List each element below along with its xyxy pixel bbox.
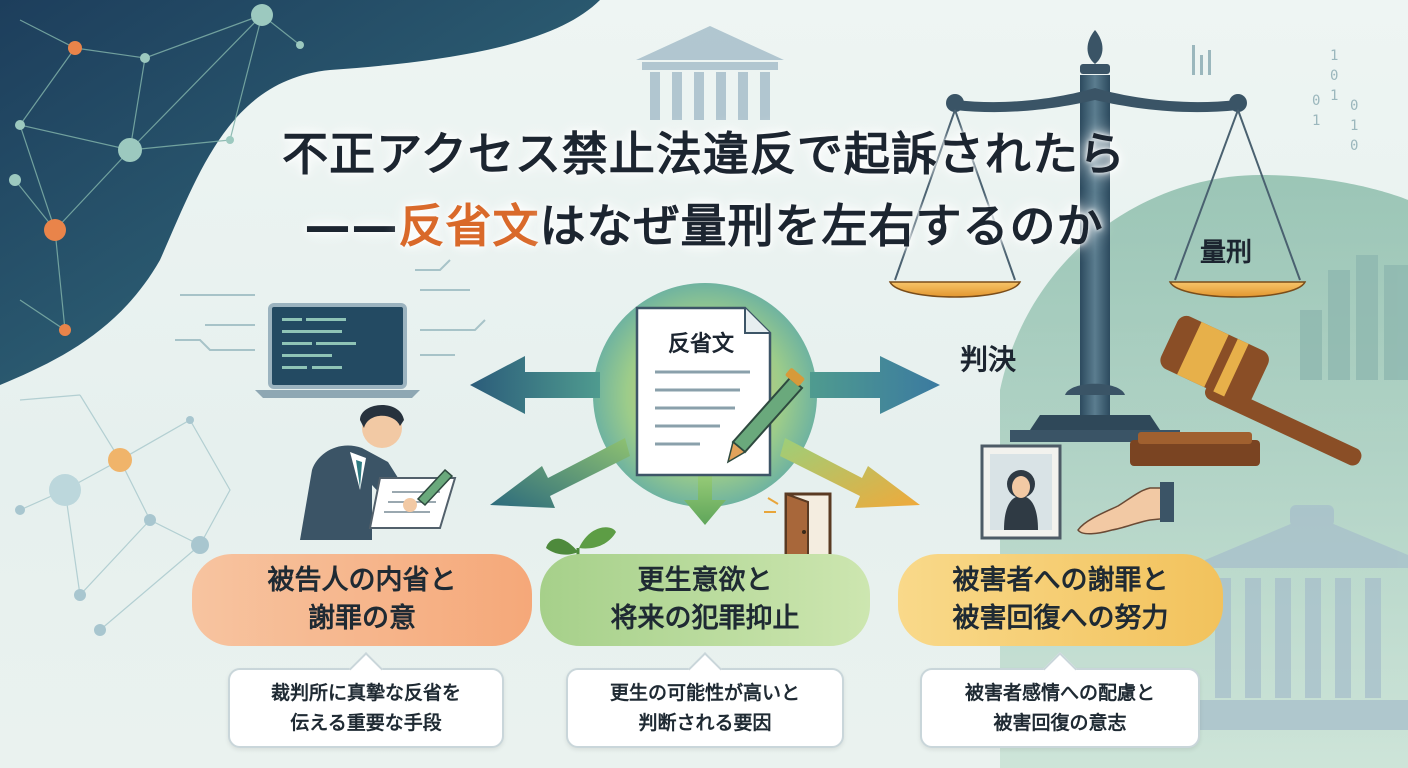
binary-code-icon: 101 010 10 [1192, 45, 1358, 154]
pill-rehabilitation-line1: 更生意欲と [637, 565, 773, 596]
caption-victim-apology: 被害者感情への配慮と 被害回復の意志 [920, 652, 1200, 748]
handshake-icon [1077, 482, 1174, 535]
arrow-down-right [780, 438, 920, 508]
title-line-1: 不正アクセス禁止法違反で起訴されたら [282, 127, 1126, 181]
svg-text:1: 1 [1350, 118, 1358, 134]
courthouse-icon-large [1190, 505, 1408, 730]
svg-text:0: 0 [1350, 138, 1358, 154]
svg-text:1: 1 [1312, 113, 1320, 129]
network-nodes [9, 4, 304, 636]
scale-label: 量刑 [1200, 238, 1253, 268]
pill-rehabilitation: 更生意欲と 将来の犯罪抑止 [540, 554, 870, 646]
svg-text:0: 0 [1330, 68, 1338, 84]
pill-victim-apology: 被害者への謝罪と 被害回復への努力 [898, 554, 1223, 646]
caption-introspection-line2: 伝える重要な手段 [290, 712, 442, 734]
document-label: 反省文 [668, 332, 735, 357]
title-dash: —— [304, 199, 399, 253]
bar-chart-icon [1300, 255, 1408, 380]
pill-rehabilitation-line2: 将来の犯罪抑止 [610, 603, 800, 634]
scales-icon [888, 30, 1307, 442]
arrow-down-left [490, 438, 630, 508]
caption-rehabilitation-line2: 判断される要因 [638, 712, 772, 734]
caption-introspection-line1: 裁判所に真摯な反省を [270, 682, 461, 704]
person-writing-icon [300, 404, 457, 540]
courthouse-icon [636, 26, 784, 120]
arrow-left [470, 356, 600, 414]
verdict-label: 判決 [960, 343, 1017, 376]
title-highlight: 反省文 [398, 199, 540, 253]
svg-text:1: 1 [1330, 88, 1338, 104]
caption-victim-apology-line1: 被害者感情への配慮と [964, 682, 1155, 704]
arrow-down [684, 470, 726, 525]
caption-rehabilitation-line1: 更生の可能性が高いと [609, 682, 800, 704]
caption-introspection: 裁判所に真摯な反省を 伝える重要な手段 [228, 652, 504, 748]
svg-text:0: 0 [1350, 98, 1358, 114]
caption-victim-apology-line2: 被害回復の意志 [993, 712, 1127, 734]
pill-victim-apology-line1: 被害者への謝罪と [952, 565, 1169, 596]
circuit-lines [175, 259, 486, 356]
title-line-2: ——反省文はなぜ量刑を左右するのか [0, 190, 1408, 256]
pill-introspection-line1: 被告人の内省と [267, 565, 457, 596]
pill-victim-apology-line2: 被害回復への努力 [952, 603, 1169, 634]
portrait-icon [980, 444, 1062, 540]
document-pen-icon [635, 306, 805, 477]
title-suffix: はなぜ量刑を左右するのか [539, 199, 1104, 253]
svg-text:0: 0 [1312, 93, 1320, 109]
pill-introspection: 被告人の内省と 謝罪の意 [192, 554, 532, 646]
pill-introspection-line2: 謝罪の意 [308, 603, 416, 634]
svg-text:1: 1 [1330, 48, 1338, 64]
caption-rehabilitation: 更生の可能性が高いと 判断される要因 [566, 652, 844, 748]
gavel-icon [1130, 315, 1362, 466]
arrow-right [810, 356, 940, 414]
laptop-icon [255, 303, 420, 398]
